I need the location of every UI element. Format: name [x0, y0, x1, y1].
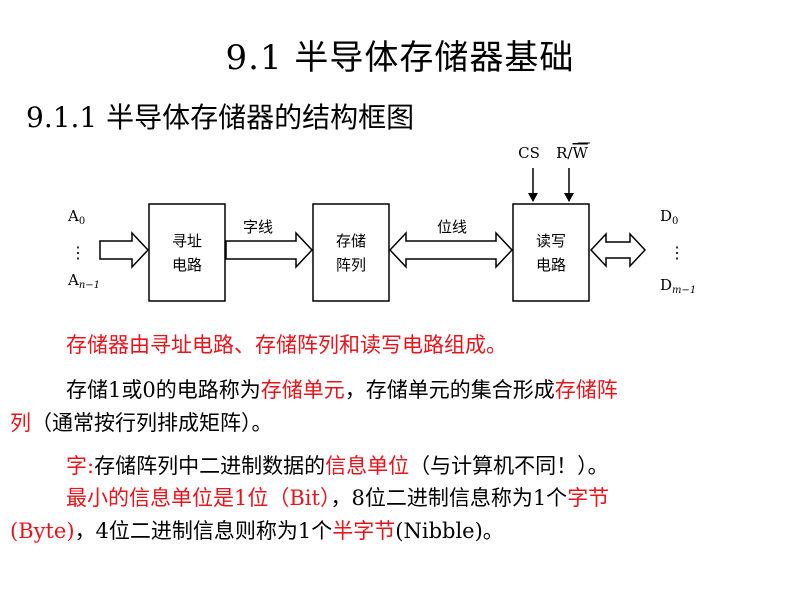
address-circuit-block: [148, 203, 226, 302]
input-ellipsis: ⋮: [70, 243, 86, 262]
section-subtitle: 9.1.1 半导体存储器的结构框图: [26, 101, 415, 134]
word-definition-line: 字:存储阵列中二进制数据的信息单位（与计算机不同！）。: [66, 448, 609, 485]
storage-array-block: [312, 203, 390, 302]
bit-line-label: 位线: [437, 218, 467, 236]
output-label-dm: Dm−1: [660, 276, 696, 296]
array-block-label-2: 阵列: [336, 256, 366, 274]
term-storage-array-part2: 列: [10, 411, 31, 435]
array-block-label-1: 存储: [336, 232, 366, 250]
p2-text-c: ，存储单元的集合形成: [344, 378, 555, 402]
p4-text-b: ，8位二进制信息称为1个: [330, 486, 568, 510]
rw-control-label: R/W: [556, 144, 588, 162]
storage-cell-paragraph-line2: 列（通常按行列排成矩阵）。: [10, 405, 273, 442]
term-information-unit: 信息单位: [325, 454, 410, 478]
read-write-circuit-block: [512, 203, 590, 302]
rw-block-label-1: 读写: [536, 232, 566, 250]
p2-text-a: 存储1或0的电路称为: [66, 378, 261, 402]
address-block-label-2: 电路: [172, 256, 202, 274]
bit-byte-line2: (Byte)，4位二进制信息则称为1个半字节(Nibble)。: [10, 513, 504, 550]
term-storage-cell: 存储单元: [260, 378, 345, 402]
page-title: 9.1 半导体存储器基础: [225, 38, 575, 78]
term-word: 字:: [66, 454, 95, 478]
term-bit: 最小的信息单位是1位（Bit）: [66, 486, 331, 510]
address-input-arrow: [99, 231, 150, 269]
data-output-arrow: [589, 232, 647, 268]
bit-line-arrow: [388, 231, 514, 269]
storage-cell-paragraph-line1: 存储1或0的电路称为存储单元，存储单元的集合形成存储阵: [66, 372, 618, 409]
term-byte: 字节: [567, 486, 610, 510]
composition-statement: 存储器由寻址电路、存储阵列和读写电路组成。: [66, 333, 507, 357]
input-label-a0: A0: [67, 207, 85, 227]
term-storage-array-part1: 存储阵: [554, 378, 618, 402]
output-ellipsis: ⋮: [669, 243, 685, 262]
output-label-d0: D0: [660, 207, 678, 227]
bit-byte-line1: 最小的信息单位是1位（Bit），8位二进制信息称为1个字节: [66, 480, 609, 517]
memory-structure-diagram: A0 ⋮ An−1 寻址 电路 字线 存储 阵列 位线 读写 电路 CS R/W…: [67, 142, 696, 302]
p4-text-g: (Nibble)。: [395, 519, 504, 543]
word-line-arrow: [225, 231, 314, 269]
p3-text-b: 存储阵列中二进制数据的: [94, 454, 326, 478]
p4-text-e: ，4位二进制信息则称为1个: [74, 519, 333, 543]
term-nibble: 半字节: [332, 519, 396, 543]
word-line-label: 字线: [243, 218, 273, 236]
rw-block-label-2: 电路: [536, 256, 566, 274]
input-label-an: An−1: [67, 271, 100, 291]
p3-text-d: （与计算机不同！）。: [409, 454, 609, 478]
address-block-label-1: 寻址: [172, 232, 202, 250]
term-byte-english: (Byte): [10, 519, 75, 543]
p2-text-f: （通常按行列排成矩阵）。: [31, 411, 273, 435]
cs-label: CS: [518, 144, 540, 162]
